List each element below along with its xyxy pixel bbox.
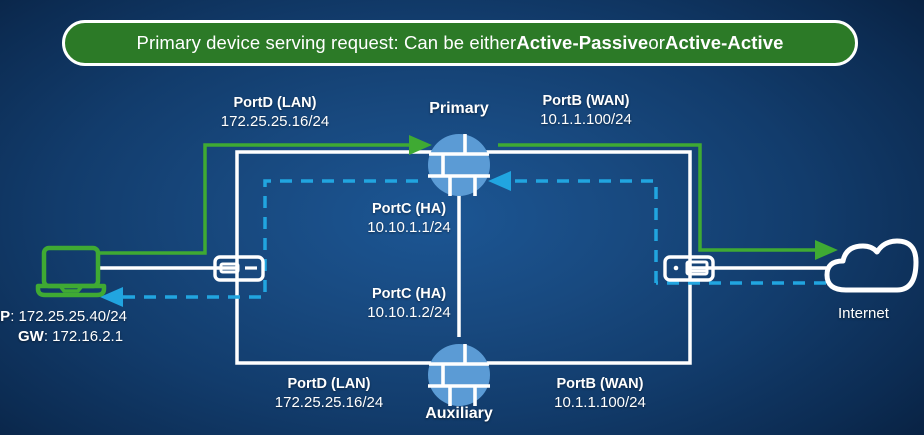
cloud-icon[interactable] (824, 238, 919, 293)
banner-text-bold-active-active: Active-Active (664, 32, 784, 53)
laptop-icon[interactable] (35, 245, 107, 298)
host-gw-key: GW (18, 328, 44, 346)
banner-text-bold-active-passive: Active-Passive (516, 32, 649, 53)
label-auxiliary-ha: PortC (HA) 10.10.1.2/24 (289, 286, 529, 322)
label-auxiliary-ha-ip: 10.10.1.2/24 (367, 303, 451, 321)
host-gw-row: GW: 172.16.2.1 (0, 327, 127, 347)
switch-right-icon[interactable] (663, 255, 715, 282)
label-auxiliary-wan-port: PortB (WAN) (556, 376, 644, 392)
host-gw-value: : 172.16.2.1 (43, 328, 124, 346)
banner-callout: Primary device serving request: Can be e… (62, 20, 858, 66)
green-active-path (98, 134, 838, 261)
label-primary-lan: PortD (LAN) 172.25.25.16/24 (155, 95, 395, 131)
host-ip-value: : 172.25.25.40/24 (10, 308, 127, 325)
white-topology-path (96, 150, 828, 365)
host-ip-key: IP (0, 308, 11, 325)
blue-return-path (100, 170, 826, 308)
label-auxiliary-wan: PortB (WAN) 10.1.1.100/24 (480, 376, 720, 412)
host-address-label: IP: 172.25.25.40/24 GW: 172.16.2.1 (0, 307, 127, 348)
label-auxiliary-lan-port: PortD (LAN) (287, 376, 371, 392)
label-primary-ha-ip: 10.10.1.1/24 (367, 218, 451, 236)
label-auxiliary-ha-port: PortC (HA) (371, 286, 447, 302)
label-primary-ha: PortC (HA) 10.10.1.1/24 (289, 201, 529, 237)
label-auxiliary-wan-ip: 10.1.1.100/24 (554, 393, 646, 411)
banner-text-prefix: Primary device serving request: Can be e… (136, 32, 517, 53)
label-primary-lan-port: PortD (LAN) (233, 95, 317, 111)
cloud-label: Internet (838, 305, 889, 322)
banner-text-middle: or (648, 32, 665, 53)
label-auxiliary-lan: PortD (LAN) 172.25.25.16/24 (209, 376, 449, 412)
label-primary-lan-ip: 172.25.25.16/24 (220, 112, 330, 130)
primary-firewall-icon[interactable] (428, 134, 490, 196)
label-primary-wan-port: PortB (WAN) (542, 93, 630, 109)
auxiliary-device-name: Auxiliary (425, 405, 493, 422)
switch-left-icon[interactable] (213, 255, 265, 282)
label-auxiliary-lan-ip: 172.25.25.16/24 (274, 393, 384, 411)
label-primary-wan-ip: 10.1.1.100/24 (540, 110, 632, 128)
label-primary-wan: PortB (WAN) 10.1.1.100/24 (466, 93, 706, 129)
primary-device-name: Primary (429, 100, 489, 117)
host-ip-row: IP: 172.25.25.40/24 (0, 307, 127, 327)
label-primary-ha-port: PortC (HA) (371, 201, 447, 217)
auxiliary-firewall-icon[interactable] (428, 344, 490, 406)
